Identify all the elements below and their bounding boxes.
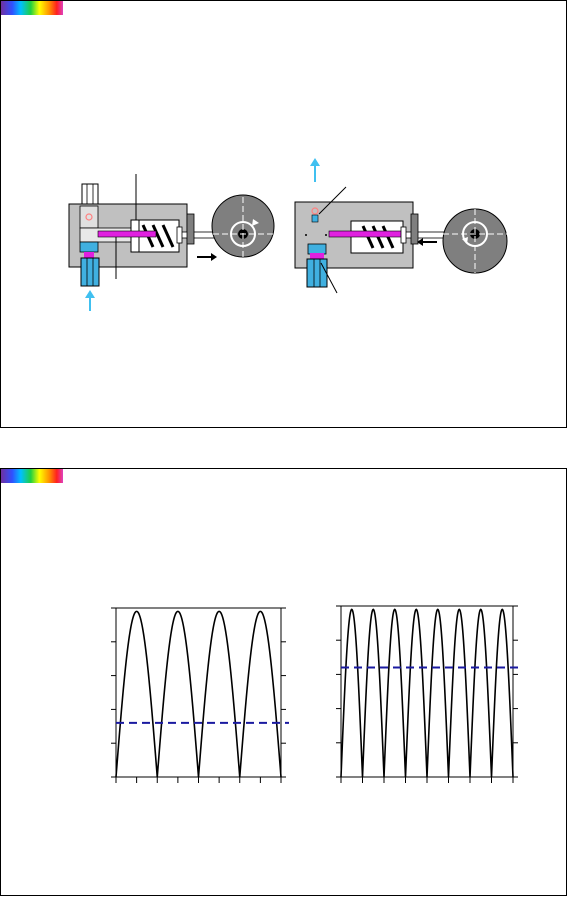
rainbow-logo-bar [1,469,63,483]
arrow-left-icon [417,238,423,246]
push-rod [402,231,450,239]
waveform-charts [111,605,521,783]
inlet-valve [79,241,99,253]
pump-diagram-slide [0,0,567,428]
inlet-tube [80,257,100,287]
inlet-seal [310,253,324,259]
leader-line [318,186,347,215]
waveform-chart-slide [0,468,567,896]
right-pump [294,158,508,294]
rotation-arrow-icon [462,237,468,244]
valve-ball [85,213,93,221]
left-pump [68,174,275,311]
rotation-arrow-icon [252,219,259,226]
rainbow-logo-bar [1,1,63,15]
inlet-seal [84,252,94,258]
arrow-up-icon [310,158,320,166]
inlet-valve [307,243,327,255]
arrow-right-icon [211,253,217,261]
pump-diagram [68,158,508,311]
plunger [328,230,404,238]
valve-ball [311,207,319,215]
chart-frame [115,607,282,778]
inlet-tube [306,258,328,288]
outlet-tube [81,183,99,207]
outlet-valve [311,214,319,223]
chart-four-pulses [111,607,289,783]
push-rod [178,231,215,239]
plunger [97,230,157,238]
leader-line [320,262,338,294]
outlet-valve [79,205,99,229]
chart-eight-pulses [336,605,521,783]
waveform-line [115,610,282,778]
waveform-line [340,608,514,778]
arrow-up-icon [85,290,95,298]
